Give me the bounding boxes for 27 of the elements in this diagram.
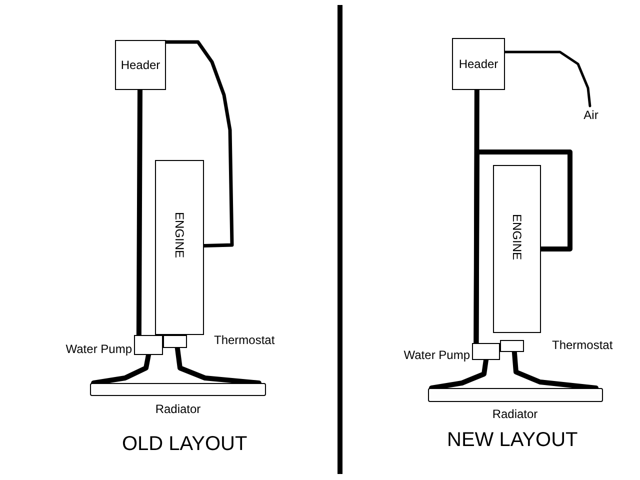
vent-hose [164, 40, 234, 248]
radiator-bar [90, 383, 266, 396]
part-label: Thermostat [214, 333, 275, 348]
radiator-bar [428, 388, 603, 402]
layout-title: OLD LAYOUT [122, 432, 248, 457]
vent-hose [512, 350, 598, 390]
part-label: Water Pump [66, 342, 132, 356]
air-outlet-label: Air [578, 106, 604, 124]
fitting-box [134, 335, 163, 355]
layout-title: NEW LAYOUT [447, 428, 578, 453]
fitting-box [500, 340, 524, 352]
header-tank-box: Header [452, 38, 505, 90]
vent-hose [91, 352, 151, 386]
engine-block: ENGINE [493, 165, 541, 333]
part-label: Water Pump [404, 348, 470, 362]
vent-hose [136, 88, 142, 338]
vent-hose [174, 346, 262, 386]
part-label: Radiator [492, 407, 538, 421]
header-tank-box: Header [115, 40, 166, 90]
fitting-box [472, 343, 500, 360]
vent-hose [474, 150, 572, 346]
part-label: Radiator [155, 402, 201, 416]
fitting-box [163, 335, 187, 348]
engine-block: ENGINE [155, 160, 204, 335]
vent-hose [504, 50, 592, 108]
vent-hose [429, 358, 488, 390]
part-label: Thermostat [552, 338, 613, 353]
